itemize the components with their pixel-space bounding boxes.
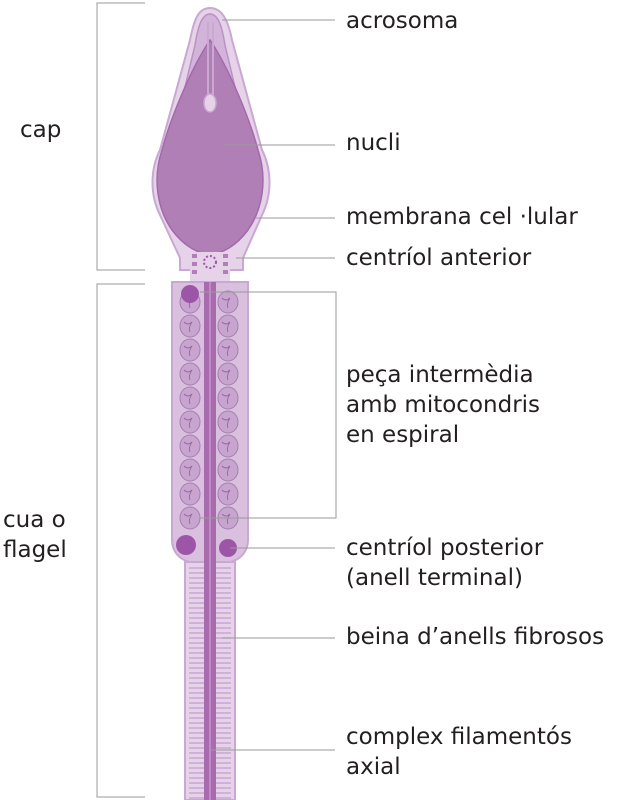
label-nucli: nucli (346, 130, 401, 156)
label-beina: beina d’anells fibrosos (346, 624, 605, 650)
centriole-dot-top (181, 285, 199, 303)
label-complex: complex filamentós axial (346, 724, 572, 780)
label-centriol-anterior: centríol anterior (346, 245, 532, 271)
label-peca-intermedia: peça intermèdia amb mitocondris en espir… (346, 362, 541, 448)
nucleus (156, 38, 264, 255)
leader-lines (96, 2, 337, 798)
label-cua-o-flagel: cua o flagel (3, 507, 67, 563)
acrosome-vesicle (203, 93, 217, 113)
posterior-centriole-left (176, 535, 196, 555)
posterior-centriole-right (219, 539, 237, 557)
mitochondria-spiral (179, 290, 239, 530)
label-centriol-posterior: centríol posterior (anell terminal) (346, 535, 544, 591)
label-acrosoma: acrosoma (346, 8, 459, 34)
label-cap: cap (20, 117, 62, 143)
anterior-centriole (192, 254, 228, 274)
label-membrana: membrana cel ·lular (346, 204, 578, 230)
